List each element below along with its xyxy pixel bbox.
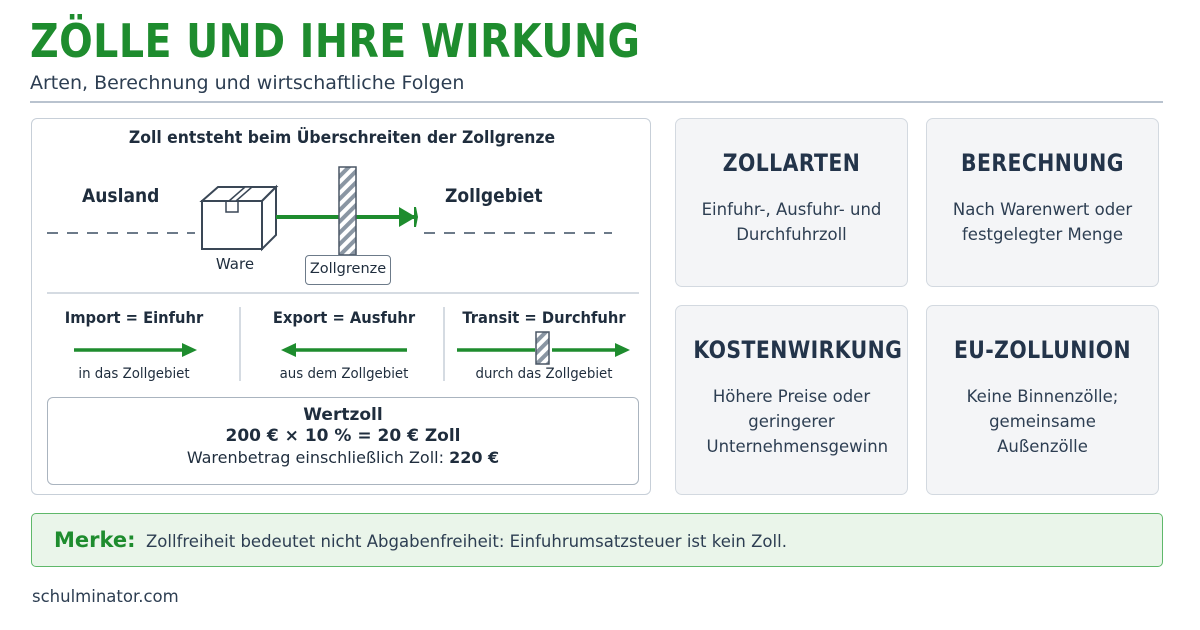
goods-label: Ware <box>215 255 255 273</box>
ad-valorem-calculation-box: Wertzoll 200 € × 10 % = 20 € Zoll Warenb… <box>47 397 639 485</box>
border-label: Zollgrenze <box>305 255 391 285</box>
header-divider <box>30 101 1163 103</box>
card-text: Höhere Preise oder geringerer Unternehme… <box>706 387 889 456</box>
export-description: aus dem Zollgebiet <box>279 366 409 382</box>
calc-title: Wertzoll <box>303 405 383 425</box>
export-title: Export = Ausfuhr <box>272 308 416 327</box>
import-title: Import = Einfuhr <box>64 308 204 327</box>
card-title: KOSTENWIRKUNG <box>693 336 903 364</box>
page-title: ZÖLLE UND IHRE WIRKUNG <box>30 14 641 68</box>
package-icon <box>199 184 279 252</box>
calc-formula: 200 € × 10 % = 20 € Zoll <box>225 426 461 446</box>
card-title: EU-ZOLLUNION <box>953 336 1132 364</box>
card-title: ZOLLARTEN <box>722 149 861 177</box>
card-text: Keine Binnenzölle; gemeinsame Außenzölle <box>966 387 1119 456</box>
remember-note: Merke: Zollfreiheit bedeutet nicht Abgab… <box>31 513 1163 567</box>
transit-barrier-icon <box>535 331 550 365</box>
import-description: in das Zollgebiet <box>78 366 190 382</box>
card-text: Nach Warenwert oder festgelegter Menge <box>952 200 1133 244</box>
card-zollarten: ZOLLARTEN Einfuhr-, Ausfuhr- und Durchfu… <box>675 118 908 287</box>
card-kostenwirkung: KOSTENWIRKUNG Höhere Preise oder geringe… <box>675 305 908 495</box>
calc-total-label: Warenbetrag einschließlich Zoll: <box>186 448 444 467</box>
diagram-heading: Zoll entsteht beim Überschreiten der Zol… <box>128 128 556 148</box>
customs-barrier-icon <box>338 166 357 256</box>
note-text: Zollfreiheit bedeutet nicht Abgabenfreih… <box>146 532 787 551</box>
card-text: Einfuhr-, Ausfuhr- und Durchfuhrzoll <box>701 200 882 244</box>
inside-label: Zollgebiet <box>445 185 543 207</box>
calc-total: Warenbetrag einschließlich Zoll: 220 € <box>48 448 638 467</box>
customs-diagram-panel: Zoll entsteht beim Überschreiten der Zol… <box>31 118 651 495</box>
card-title: BERECHNUNG <box>961 149 1124 177</box>
customs-diagram-graphic <box>47 166 639 381</box>
card-berechnung: BERECHNUNG Nach Warenwert oder festgeleg… <box>926 118 1159 287</box>
page-subtitle: Arten, Berechnung und wirtschaftliche Fo… <box>30 72 465 94</box>
card-eu-zollunion: EU-ZOLLUNION Keine Binnenzölle; gemeinsa… <box>926 305 1159 495</box>
outside-label: Ausland <box>82 185 160 207</box>
note-label: Merke: <box>54 528 136 552</box>
transit-title: Transit = Durchfuhr <box>462 308 626 327</box>
transit-description: durch das Zollgebiet <box>475 366 613 382</box>
footer-source: schulminator.com <box>32 587 179 606</box>
calc-total-value: 220 € <box>449 448 500 467</box>
